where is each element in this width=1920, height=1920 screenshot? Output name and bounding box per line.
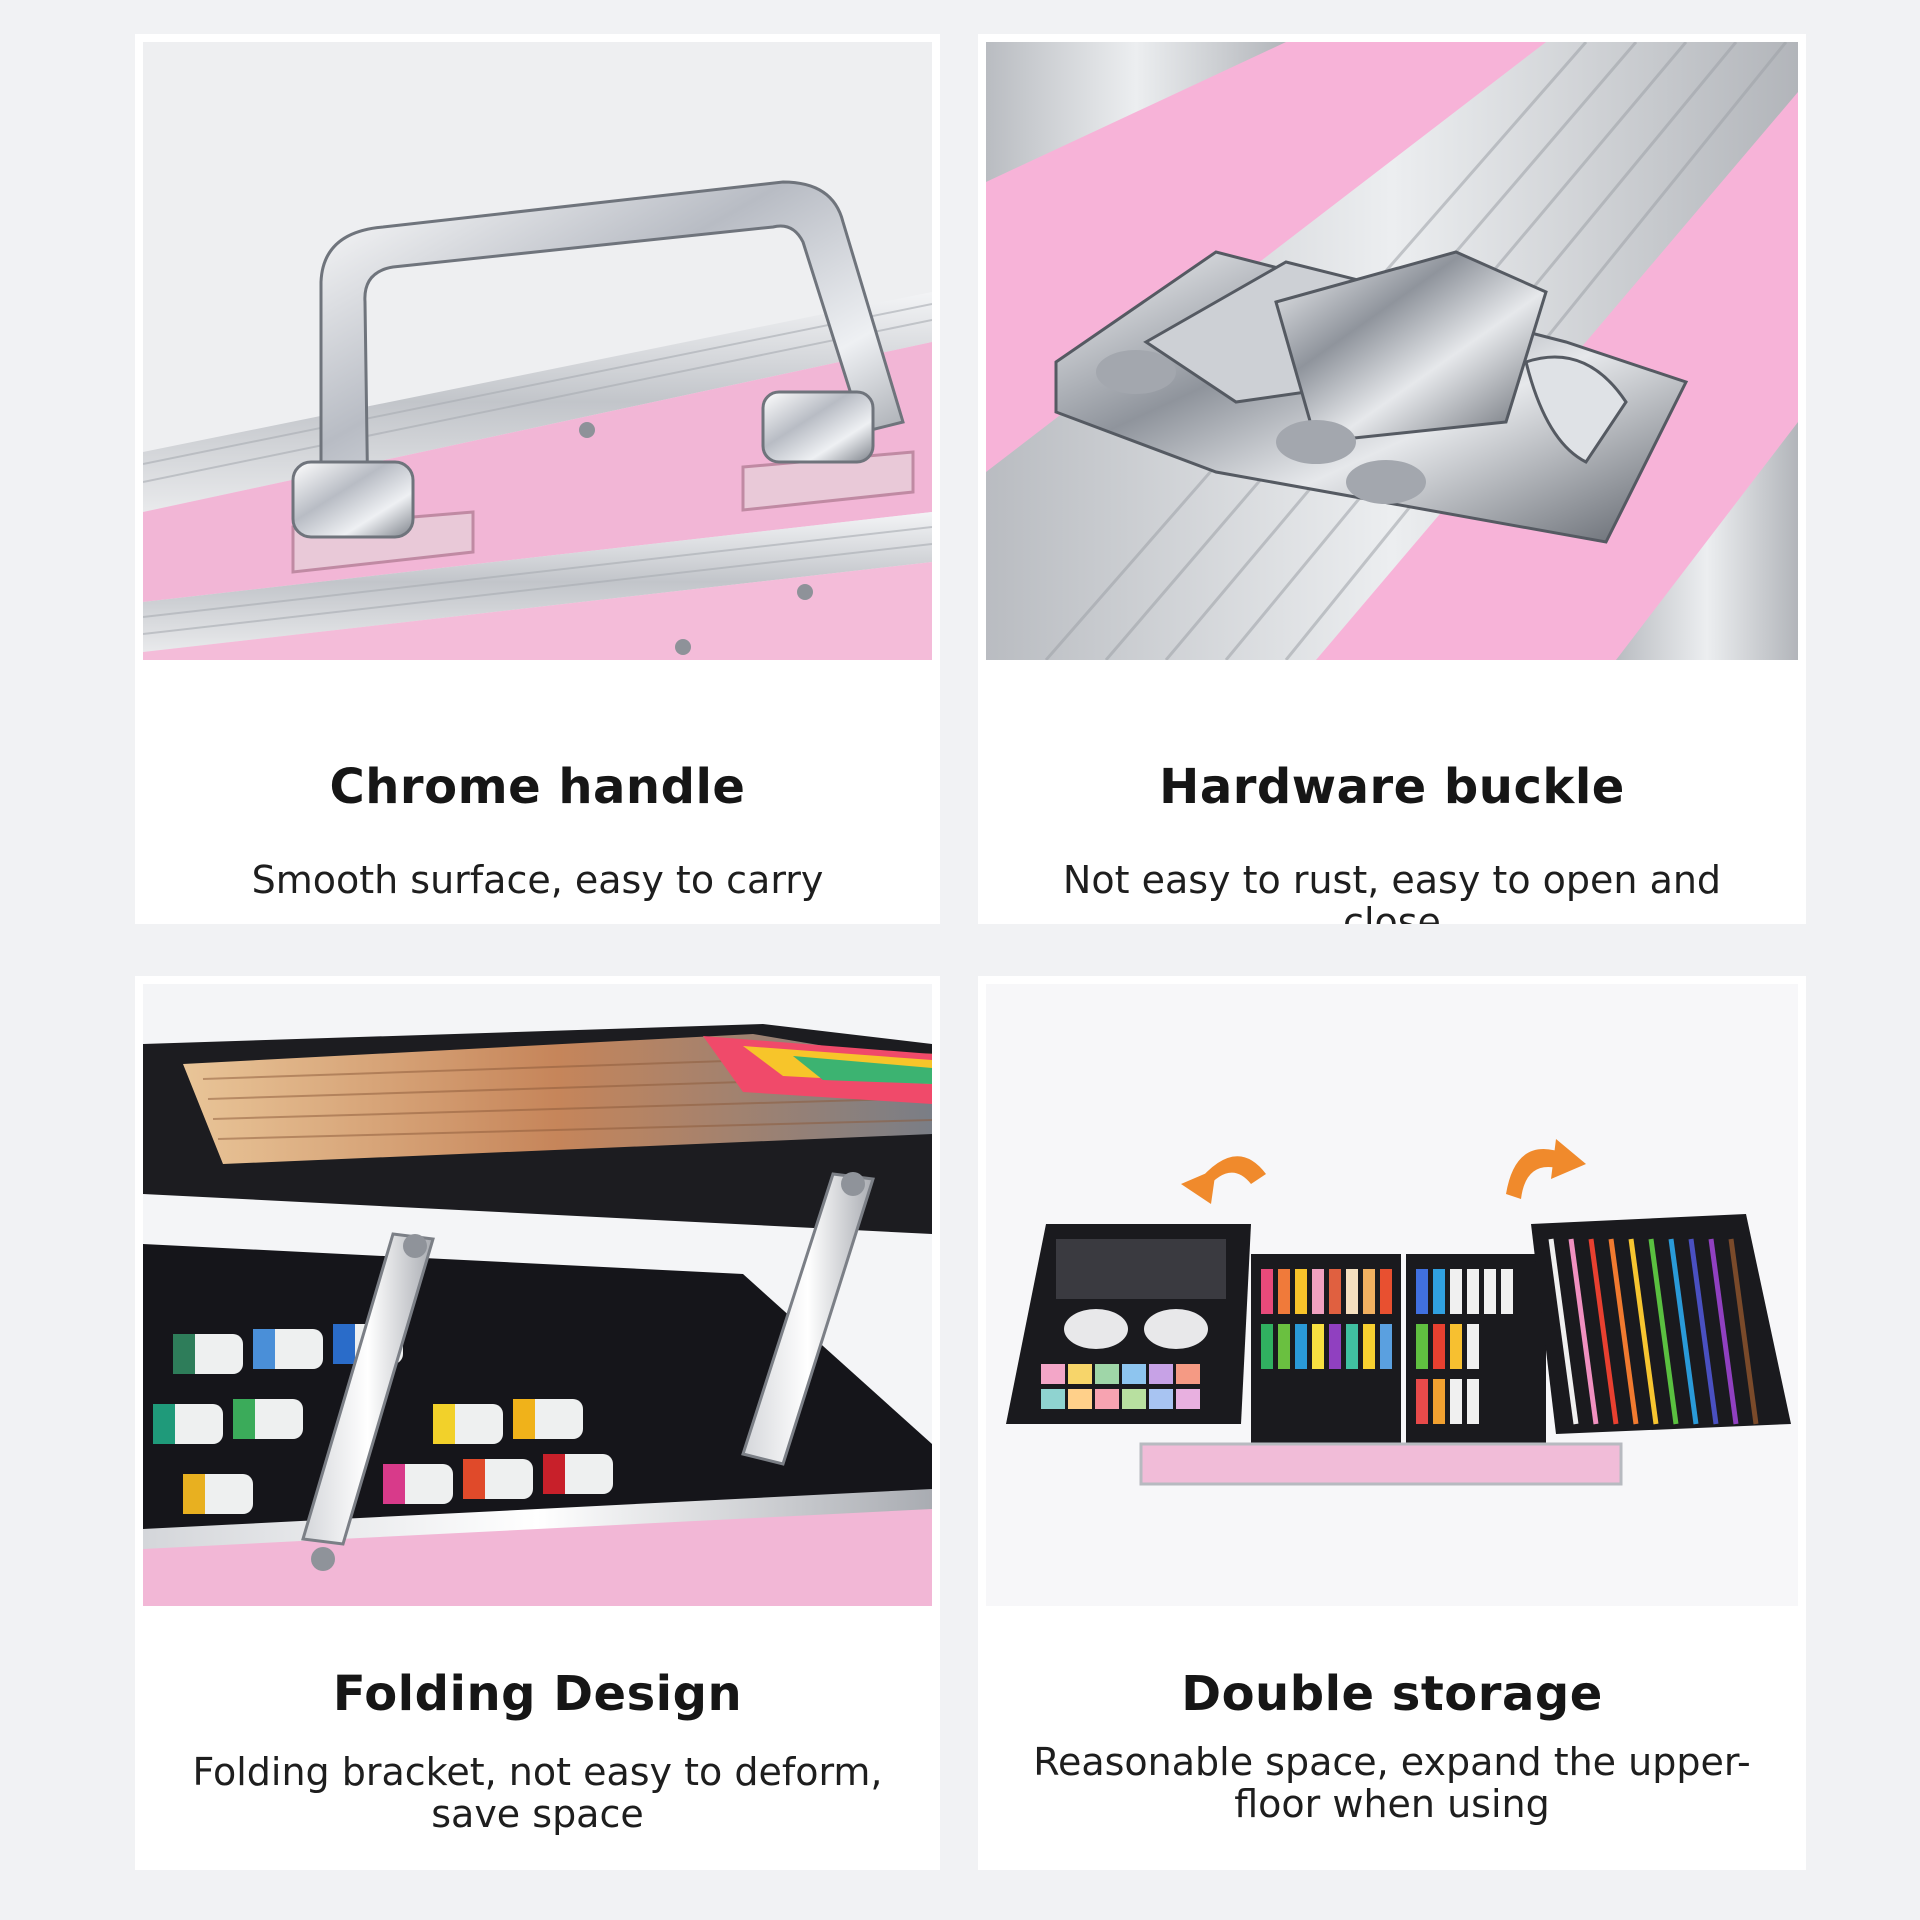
feature-title: Double storage xyxy=(1181,1666,1603,1722)
feature-description: Smooth surface, easy to carry xyxy=(165,859,910,901)
feature-description-line: floor when using xyxy=(1234,1782,1550,1826)
feature-title: Hardware buckle xyxy=(1159,759,1625,815)
feature-title: Chrome handle xyxy=(329,759,746,815)
feature-title: Folding Design xyxy=(332,1666,743,1722)
hardware-buckle-photo xyxy=(986,42,1798,660)
feature-description: Reasonable space, expand the upper- floo… xyxy=(1008,1741,1776,1825)
feature-description-line: Smooth surface, easy to carry xyxy=(251,858,824,902)
feature-card-folding-design: Folding Design Folding bracket, not easy… xyxy=(135,976,940,1870)
orange-arrow-icon xyxy=(1506,1149,1566,1199)
feature-description-line: Reasonable space, expand the upper- xyxy=(1033,1740,1751,1784)
feature-description: Not easy to rust, easy to open and close xyxy=(1008,859,1776,924)
feature-card-double-storage: Double storage Reasonable space, expand … xyxy=(978,976,1806,1870)
feature-description: Folding bracket, not easy to deform, sav… xyxy=(165,1751,910,1835)
feature-card-hardware-buckle: Hardware buckle Not easy to rust, easy t… xyxy=(978,34,1806,924)
feature-card-chrome-handle: Chrome handle Smooth surface, easy to ca… xyxy=(135,34,940,924)
chrome-handle-photo xyxy=(143,42,932,660)
feature-description-line: Not easy to rust, easy to open and close xyxy=(1062,858,1722,924)
feature-description-line: save space xyxy=(431,1792,644,1836)
feature-description-line: Folding bracket, not easy to deform, xyxy=(192,1750,883,1794)
folding-design-photo xyxy=(143,984,932,1606)
double-storage-photo xyxy=(986,984,1798,1606)
